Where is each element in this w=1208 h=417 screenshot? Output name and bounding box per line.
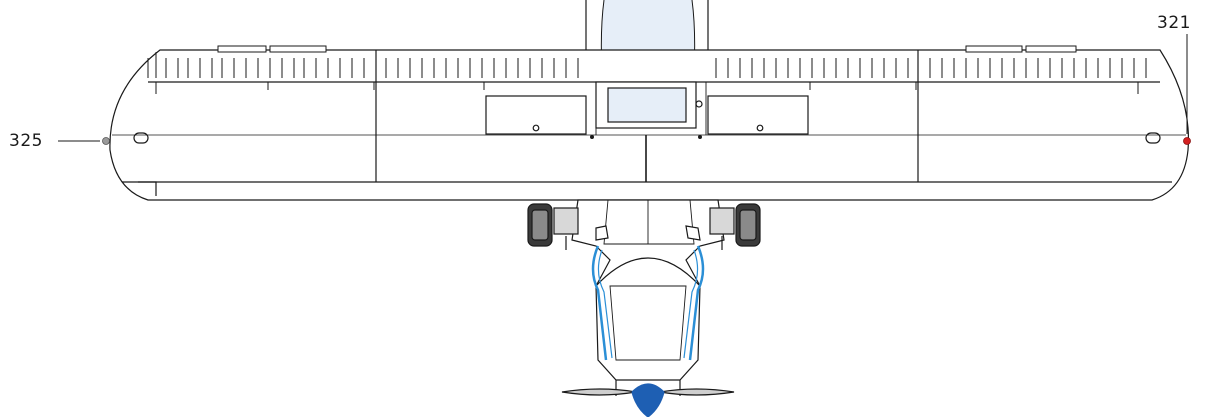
right-nav-light-icon bbox=[1183, 137, 1191, 145]
hinge-tabs bbox=[155, 82, 1139, 94]
callout-label-right-wingtip: 321 bbox=[1157, 13, 1191, 33]
right-main-gear bbox=[709, 203, 761, 250]
main-wing bbox=[109, 49, 1190, 201]
callout-label-left-wingtip: 325 bbox=[9, 131, 43, 151]
hinge-row-right bbox=[715, 45, 1147, 78]
hinge-row-left bbox=[147, 45, 579, 78]
fuselage bbox=[571, 199, 725, 396]
left-main-gear bbox=[527, 203, 579, 250]
propeller-icon bbox=[561, 383, 735, 417]
left-nav-light-icon bbox=[102, 137, 110, 145]
